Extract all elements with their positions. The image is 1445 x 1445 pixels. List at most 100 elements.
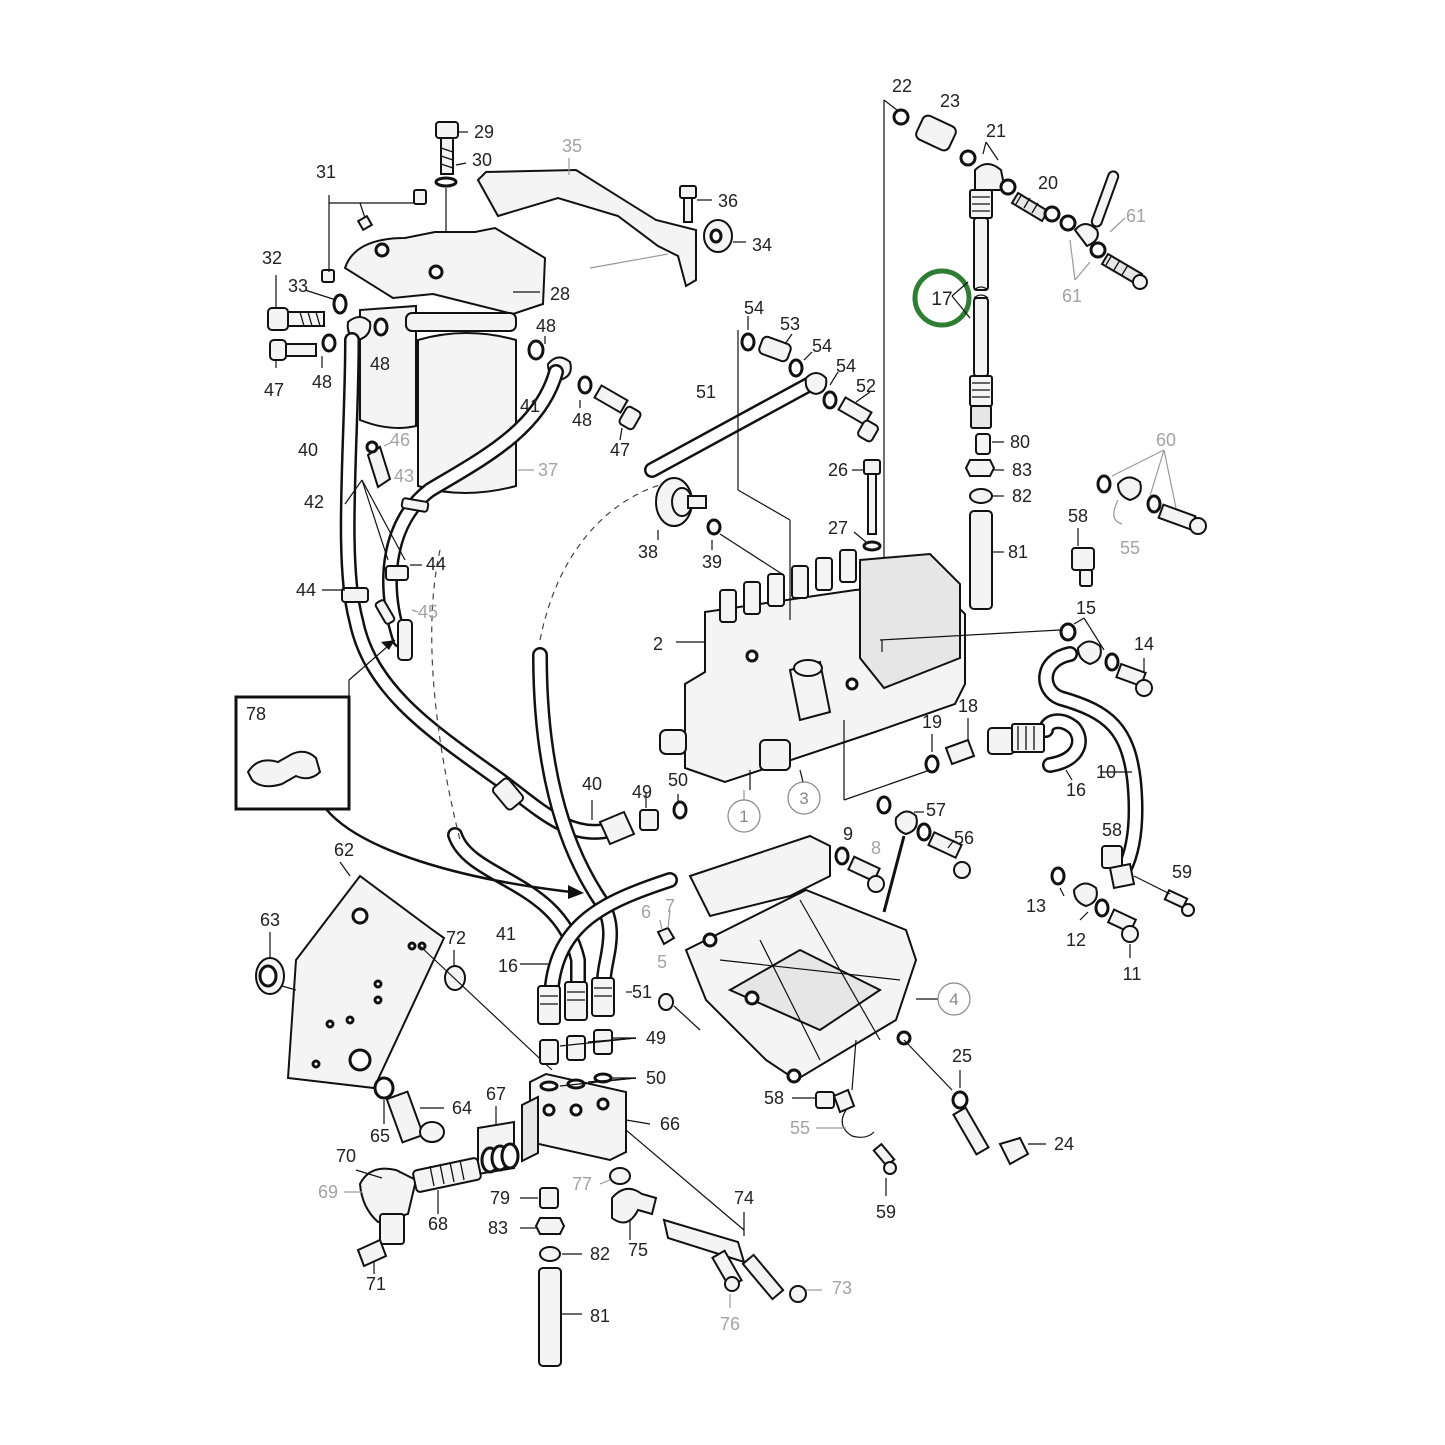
callout-label-42[interactable]: 42 (304, 492, 324, 512)
callout-label-46[interactable]: 46 (390, 430, 410, 450)
callout-label-48[interactable]: 48 (370, 354, 390, 374)
callout-label-43[interactable]: 43 (394, 466, 414, 486)
callout-label-34[interactable]: 34 (752, 235, 772, 255)
callout-label-19[interactable]: 19 (922, 712, 942, 732)
callout-label-44[interactable]: 44 (296, 580, 316, 600)
callout-label-27[interactable]: 27 (828, 518, 848, 538)
callout-label-61[interactable]: 61 (1126, 206, 1146, 226)
callout-label-11[interactable]: 11 (1123, 964, 1142, 984)
callout-label-58[interactable]: 58 (1102, 820, 1122, 840)
callout-label-30[interactable]: 30 (472, 150, 492, 170)
callout-label-50[interactable]: 50 (668, 770, 688, 790)
callout-label-23[interactable]: 23 (940, 91, 960, 111)
callout-label-74[interactable]: 74 (734, 1188, 754, 1208)
callout-label-48[interactable]: 48 (312, 372, 332, 392)
callout-label-6[interactable]: 6 (641, 902, 651, 922)
callout-label-67[interactable]: 67 (486, 1084, 506, 1104)
callout-label-16[interactable]: 16 (1066, 780, 1086, 800)
callout-label-81[interactable]: 81 (590, 1306, 610, 1326)
callout-label-15[interactable]: 15 (1076, 598, 1096, 618)
callout-label-2[interactable]: 2 (653, 634, 663, 654)
callout-label-18[interactable]: 18 (958, 696, 978, 716)
callout-label-44[interactable]: 44 (426, 554, 446, 574)
callout-label-55[interactable]: 55 (1120, 538, 1140, 558)
callout-label-48[interactable]: 48 (572, 410, 592, 430)
callout-label-82[interactable]: 82 (590, 1244, 610, 1264)
callout-label-36[interactable]: 36 (718, 191, 738, 211)
callout-label-64[interactable]: 64 (452, 1098, 472, 1118)
callout-label-48[interactable]: 48 (536, 316, 556, 336)
callout-label-8[interactable]: 8 (871, 838, 881, 858)
callout-label-22[interactable]: 22 (892, 76, 912, 96)
callout-label-26[interactable]: 26 (828, 460, 848, 480)
callout-label-28[interactable]: 28 (550, 284, 570, 304)
callout-label-56[interactable]: 56 (954, 828, 974, 848)
callout-label-50[interactable]: 50 (646, 1068, 666, 1088)
callout-label-55[interactable]: 55 (790, 1118, 810, 1138)
callout-label-29[interactable]: 29 (474, 122, 494, 142)
callout-label-60[interactable]: 60 (1156, 430, 1176, 450)
callout-label-40[interactable]: 40 (582, 774, 602, 794)
callout-label-82[interactable]: 82 (1012, 486, 1032, 506)
callout-label-13[interactable]: 13 (1026, 896, 1046, 916)
callout-label-16[interactable]: 16 (498, 956, 518, 976)
callout-label-10[interactable]: 10 (1096, 762, 1116, 782)
callout-label-40[interactable]: 40 (298, 440, 318, 460)
callout-label-31[interactable]: 31 (316, 162, 336, 182)
callout-label-78[interactable]: 78 (246, 704, 266, 724)
callout-label-20[interactable]: 20 (1038, 173, 1058, 193)
callout-label-51[interactable]: 51 (696, 382, 716, 402)
callout-label-76[interactable]: 76 (720, 1314, 740, 1334)
callout-label-52[interactable]: 52 (856, 376, 876, 396)
callout-label-49[interactable]: 49 (632, 782, 652, 802)
callout-label-7[interactable]: 7 (665, 896, 675, 916)
callout-label-75[interactable]: 75 (628, 1240, 648, 1260)
callout-label-12[interactable]: 12 (1066, 930, 1086, 950)
callout-label-51[interactable]: 51 (632, 982, 652, 1002)
callout-label-24[interactable]: 24 (1054, 1134, 1074, 1154)
callout-label-39[interactable]: 39 (702, 552, 722, 572)
callout-label-69[interactable]: 69 (318, 1182, 338, 1202)
callout-label-32[interactable]: 32 (262, 248, 282, 268)
highlighted-callout-17[interactable]: 17 (912, 268, 972, 328)
callout-label-5[interactable]: 5 (657, 952, 667, 972)
callout-label-79[interactable]: 79 (490, 1188, 510, 1208)
callout-label-9[interactable]: 9 (843, 824, 853, 844)
callout-label-70[interactable]: 70 (336, 1146, 356, 1166)
callout-label-81[interactable]: 81 (1008, 542, 1028, 562)
callout-label-25[interactable]: 25 (952, 1046, 972, 1066)
callout-label-71[interactable]: 71 (366, 1274, 386, 1294)
callout-label-58[interactable]: 58 (1068, 506, 1088, 526)
callout-label-77[interactable]: 77 (572, 1174, 592, 1194)
callout-label-62[interactable]: 62 (334, 840, 354, 860)
callout-label-35[interactable]: 35 (562, 136, 582, 156)
callout-label-14[interactable]: 14 (1134, 634, 1154, 654)
callout-label-58[interactable]: 58 (764, 1088, 784, 1108)
callout-label-33[interactable]: 33 (288, 276, 308, 296)
callout-label-63[interactable]: 63 (260, 910, 280, 930)
callout-label-66[interactable]: 66 (660, 1114, 680, 1134)
callout-label-73[interactable]: 73 (832, 1278, 852, 1298)
callout-label-83[interactable]: 83 (1012, 460, 1032, 480)
callout-label-21[interactable]: 21 (986, 121, 1006, 141)
callout-label-47[interactable]: 47 (610, 440, 630, 460)
callout-label-47[interactable]: 47 (264, 380, 284, 400)
callout-label-61[interactable]: 61 (1062, 286, 1082, 306)
callout-label-41[interactable]: 41 (520, 396, 540, 416)
callout-label-49[interactable]: 49 (646, 1028, 666, 1048)
callout-label-54[interactable]: 54 (836, 356, 856, 376)
callout-label-54[interactable]: 54 (812, 336, 832, 356)
callout-label-53[interactable]: 53 (780, 314, 800, 334)
callout-label-54[interactable]: 54 (744, 298, 764, 318)
callout-label-41[interactable]: 41 (496, 924, 516, 944)
callout-label-59[interactable]: 59 (876, 1202, 896, 1222)
callout-label-45[interactable]: 45 (418, 602, 438, 622)
callout-label-65[interactable]: 65 (370, 1126, 390, 1146)
callout-label-59[interactable]: 59 (1172, 862, 1192, 882)
callout-label-72[interactable]: 72 (446, 928, 466, 948)
callout-label-38[interactable]: 38 (638, 542, 658, 562)
callout-label-80[interactable]: 80 (1010, 432, 1030, 452)
callout-label-57[interactable]: 57 (926, 800, 946, 820)
callout-label-37[interactable]: 37 (538, 460, 558, 480)
callout-label-68[interactable]: 68 (428, 1214, 448, 1234)
